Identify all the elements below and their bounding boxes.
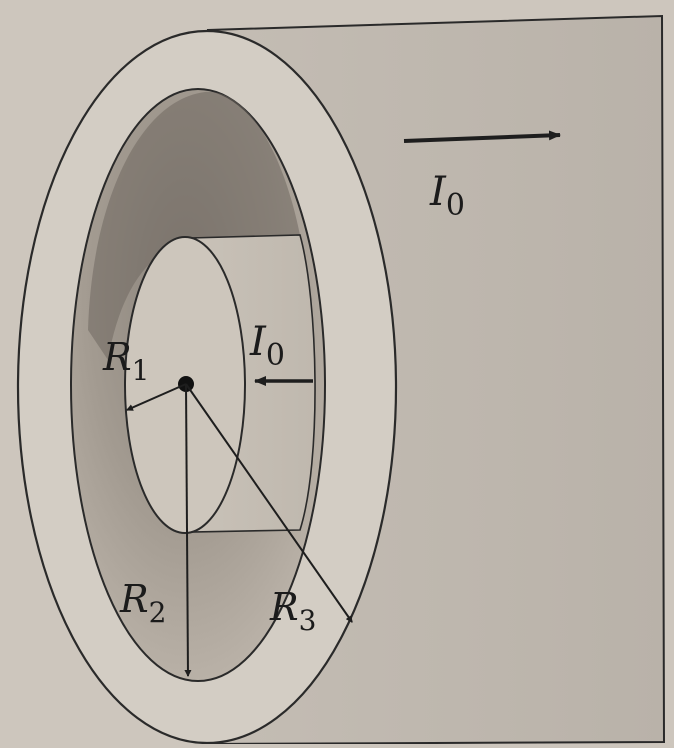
outer-current-arrow xyxy=(403,130,561,143)
r1-arrow xyxy=(126,383,187,411)
r3-arrow xyxy=(185,383,353,623)
cavity-shadow xyxy=(88,91,300,360)
r2-label: R2 xyxy=(119,577,166,629)
r2-arrow xyxy=(184,383,192,677)
r1-label: R1 xyxy=(102,335,149,387)
inner-current-label: I0 xyxy=(249,319,285,373)
outer-current-label: I0 xyxy=(429,169,465,223)
r3-label: R3 xyxy=(269,585,316,637)
